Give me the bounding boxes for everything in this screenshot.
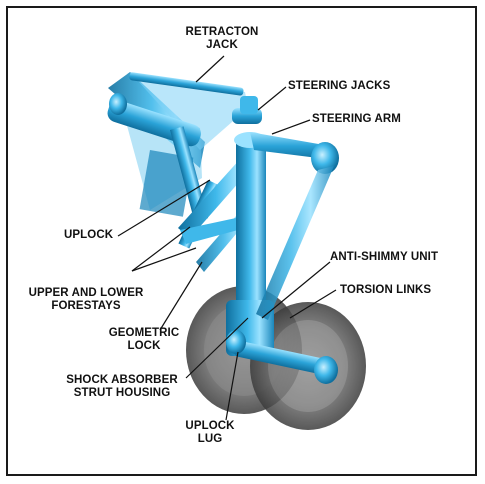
label-geometric-lock: GEOMETRIC LOCK <box>108 327 180 352</box>
label-torsion-links: TORSION LINKS <box>340 284 432 296</box>
label-uplock-lug: UPLOCK LUG <box>185 420 235 445</box>
label-steering-jacks: STEERING JACKS <box>288 80 391 92</box>
label-retraction-jack: RETRACTON JACK <box>185 26 259 51</box>
label-uplock: UPLOCK <box>64 229 114 241</box>
steering-assembly <box>232 96 339 320</box>
leader-lines <box>117 55 337 421</box>
label-shock-absorber-strut-housing: SHOCK ABSORBER STRUT HOUSING <box>66 374 178 399</box>
main-strut <box>226 132 274 356</box>
axle <box>226 330 338 384</box>
label-anti-shimmy-unit: ANTI-SHIMMY UNIT <box>330 251 439 263</box>
label-steering-arm: STEERING ARM <box>312 113 401 125</box>
label-forestays: UPPER AND LOWER FORESTAYS <box>28 287 144 312</box>
